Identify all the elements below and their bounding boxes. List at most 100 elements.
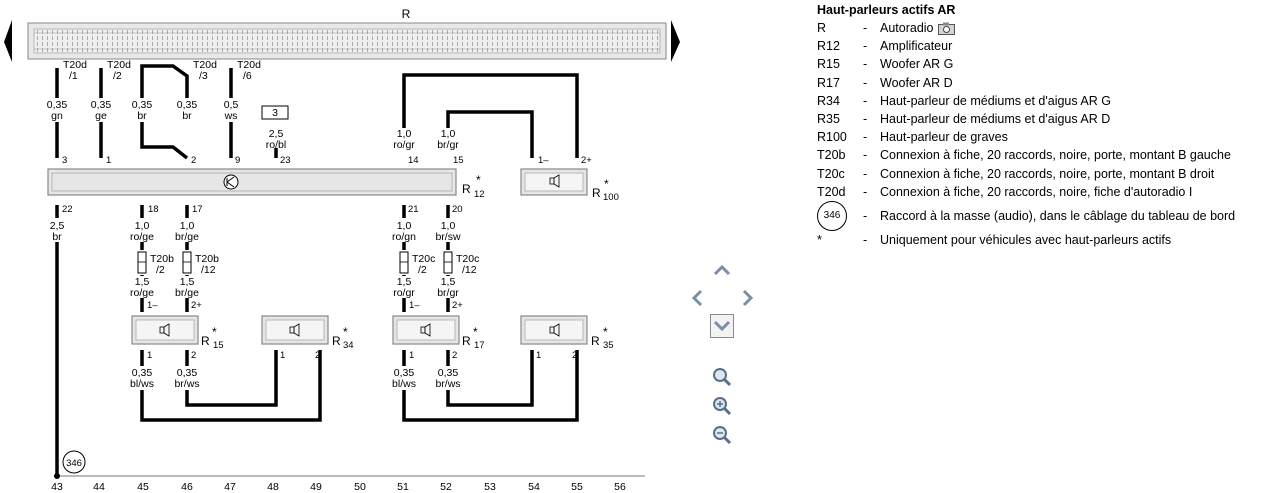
wire-color: br xyxy=(137,110,147,122)
camera-icon[interactable] xyxy=(937,22,955,35)
speaker-icon xyxy=(549,174,560,188)
legend-desc: Uniquement pour véhicules avec haut-parl… xyxy=(880,232,1172,247)
zoom-fit-button[interactable] xyxy=(711,366,733,388)
connector-label: T20b xyxy=(150,253,174,265)
wire-color: bl/ws xyxy=(392,378,416,390)
track-number: 47 xyxy=(224,481,236,493)
r100-pin: 2+ xyxy=(581,155,592,166)
legend-dash: - xyxy=(863,166,868,181)
speaker-star: * xyxy=(473,325,478,339)
legend-desc: Connexion à fiche, 20 raccords, noire, p… xyxy=(880,166,1215,181)
pin-label: /6 xyxy=(243,70,252,82)
legend-code: T20b xyxy=(817,148,846,163)
wire-size: 1,0 xyxy=(441,128,456,140)
r100-name: R xyxy=(592,186,601,200)
amp-number: 12 xyxy=(474,189,485,200)
speaker-pin: 1 xyxy=(147,350,152,361)
pin-label: T20d xyxy=(63,59,87,71)
pin-label: T20d xyxy=(107,59,131,71)
wire-size: 2,5 xyxy=(269,128,284,140)
speaker-name: R xyxy=(591,334,600,348)
zoom-out-button[interactable] xyxy=(711,424,733,446)
zoom-in-button[interactable] xyxy=(711,395,733,417)
wire-size: 1,5 xyxy=(397,276,412,288)
scroll-left-arrow[interactable] xyxy=(4,20,12,62)
fuse-box xyxy=(261,105,289,120)
speaker-number: 34 xyxy=(343,340,354,351)
wire-color: ws xyxy=(224,110,238,122)
speaker-pin: 2+ xyxy=(452,300,463,311)
ground-point xyxy=(62,450,86,474)
wiring-diagram: R T20d /1 T20d /2 T20d /3 xyxy=(4,7,680,493)
speaker-number: 15 xyxy=(213,340,224,351)
amp-star: * xyxy=(476,173,481,187)
pan-right-button[interactable] xyxy=(737,287,759,309)
legend-desc: Autoradio xyxy=(880,21,934,36)
speaker-pin: 1 xyxy=(409,350,414,361)
speaker-star: * xyxy=(343,325,348,339)
zoom-in-icon xyxy=(713,397,732,416)
wire-size: 0,35 xyxy=(177,367,198,379)
legend-desc: Amplificateur xyxy=(880,39,953,54)
wire-size: 0,35 xyxy=(177,99,198,111)
wire-color: gn xyxy=(51,110,63,122)
connector-label: T20b xyxy=(195,253,219,265)
speaker-pin: 2 xyxy=(191,350,196,361)
speaker-name: R xyxy=(462,334,471,348)
amp-pin: 14 xyxy=(408,155,419,166)
wire-color: br/ge xyxy=(175,231,199,243)
pin-label: /3 xyxy=(199,70,208,82)
connector-label: /12 xyxy=(462,264,477,276)
speaker-pin: 1– xyxy=(409,300,420,311)
wire-color: bl/ws xyxy=(130,378,154,390)
wire-color: br/gr xyxy=(437,139,459,151)
wire-color: br/ws xyxy=(174,378,199,390)
pan-up-button[interactable] xyxy=(711,259,733,281)
wire-size: 0,35 xyxy=(47,99,68,111)
plug-connector xyxy=(443,251,453,274)
speaker-name: R xyxy=(201,334,210,348)
track-number: 49 xyxy=(310,481,322,493)
legend-dash: - xyxy=(863,184,868,199)
track-number: 55 xyxy=(571,481,583,493)
zoom-out-icon xyxy=(713,426,732,445)
connector-label: T20c xyxy=(412,253,435,265)
speaker-number: 17 xyxy=(474,340,485,351)
ground-symbol-icon: 346 xyxy=(817,200,847,231)
chevron-left-icon xyxy=(691,289,703,307)
wire-color: br/gr xyxy=(437,287,459,299)
wire-size: 0,35 xyxy=(132,367,153,379)
wire-size: 1,0 xyxy=(397,220,412,232)
wire-color: ro/gr xyxy=(393,287,415,299)
amplifier-icon xyxy=(223,174,239,190)
chevron-right-icon xyxy=(742,289,754,307)
speaker-icon xyxy=(420,323,431,337)
wire-color: br/ws xyxy=(435,378,460,390)
speaker-pin: 2 xyxy=(315,350,320,361)
speaker-pin: 1– xyxy=(147,300,158,311)
track-number: 43 xyxy=(51,481,63,493)
fuse-number: 3 xyxy=(272,107,278,119)
ground-number: 346 xyxy=(66,458,82,469)
radio-bar xyxy=(27,22,667,60)
connector-label: /2 xyxy=(156,264,165,276)
wire-color: ro/bl xyxy=(266,139,286,151)
pan-left-button[interactable] xyxy=(686,287,708,309)
scroll-right-arrow[interactable] xyxy=(671,20,680,62)
wire-size: 0,35 xyxy=(91,99,112,111)
speaker-pin: 2 xyxy=(572,350,577,361)
pan-down-button[interactable] xyxy=(710,314,734,338)
legend-code: R34 xyxy=(817,93,840,108)
speaker-star: * xyxy=(212,325,217,339)
legend-desc: Woofer AR D xyxy=(880,75,953,90)
track-number: 48 xyxy=(267,481,279,493)
pin-label: /2 xyxy=(113,70,122,82)
legend-row: T20b - Connexion à fiche, 20 raccords, n… xyxy=(817,146,1272,164)
wire-size: 0,35 xyxy=(394,367,415,379)
legend-row: R12 - Amplificateur xyxy=(817,37,1272,55)
legend-dash: - xyxy=(863,75,868,90)
legend-code: T20d xyxy=(817,184,846,199)
legend-row: R35 - Haut-parleur de médiums et d'aigus… xyxy=(817,110,1272,128)
wire-size: 0,35 xyxy=(438,367,459,379)
track-number: 56 xyxy=(614,481,626,493)
